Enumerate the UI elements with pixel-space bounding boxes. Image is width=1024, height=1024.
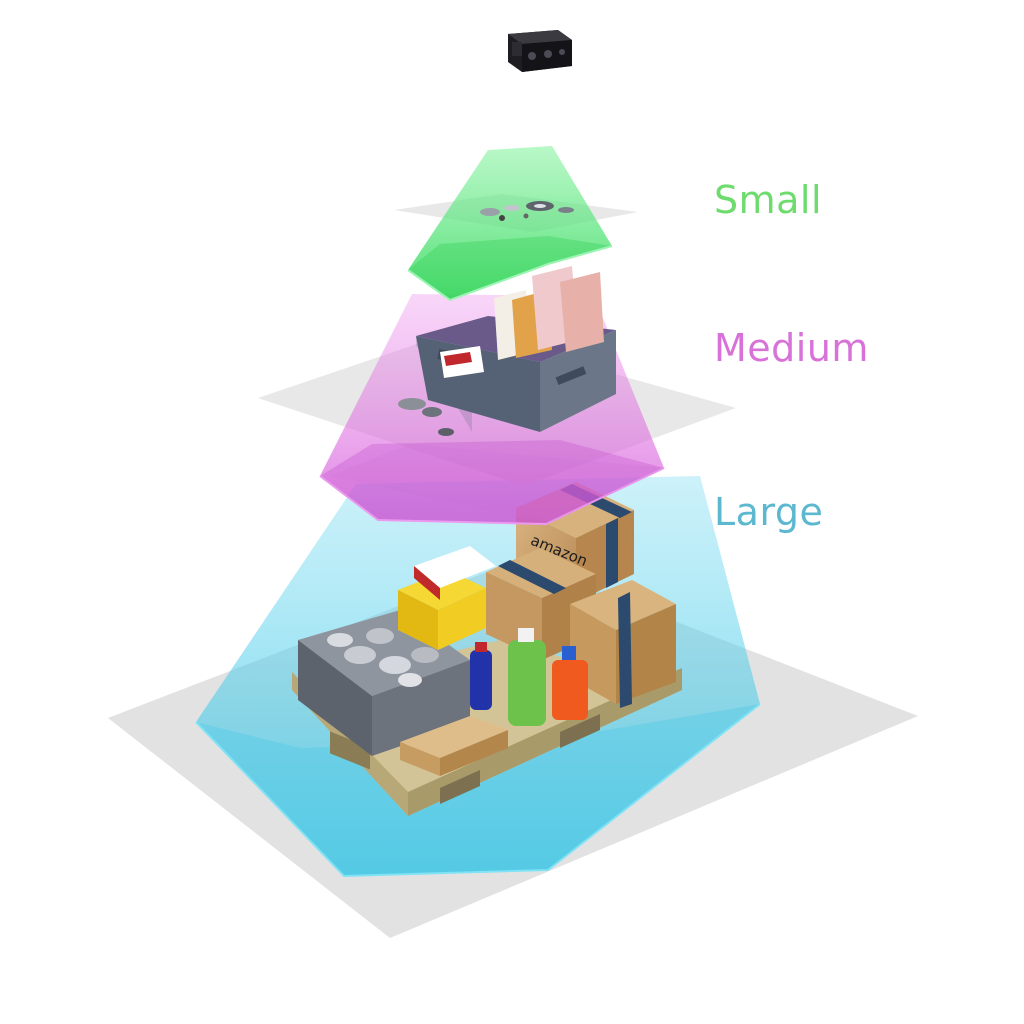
- small-parts-icon: [480, 201, 574, 221]
- small-cylinders: [398, 398, 454, 436]
- detergent-bottles: [470, 628, 588, 726]
- small-zone-cone: [407, 146, 613, 302]
- amazon-long-box: [400, 716, 508, 776]
- yellow-package: [398, 546, 496, 650]
- amazon-box-right: [570, 580, 676, 708]
- medium-zone-label: Medium: [714, 326, 869, 370]
- small-zone-label: Small: [714, 178, 823, 222]
- large-zone-label: Large: [714, 490, 824, 534]
- tote-bin-icon: [416, 266, 616, 432]
- camera-sensor-icon: [508, 30, 572, 72]
- medium-lower-plane: [330, 444, 664, 524]
